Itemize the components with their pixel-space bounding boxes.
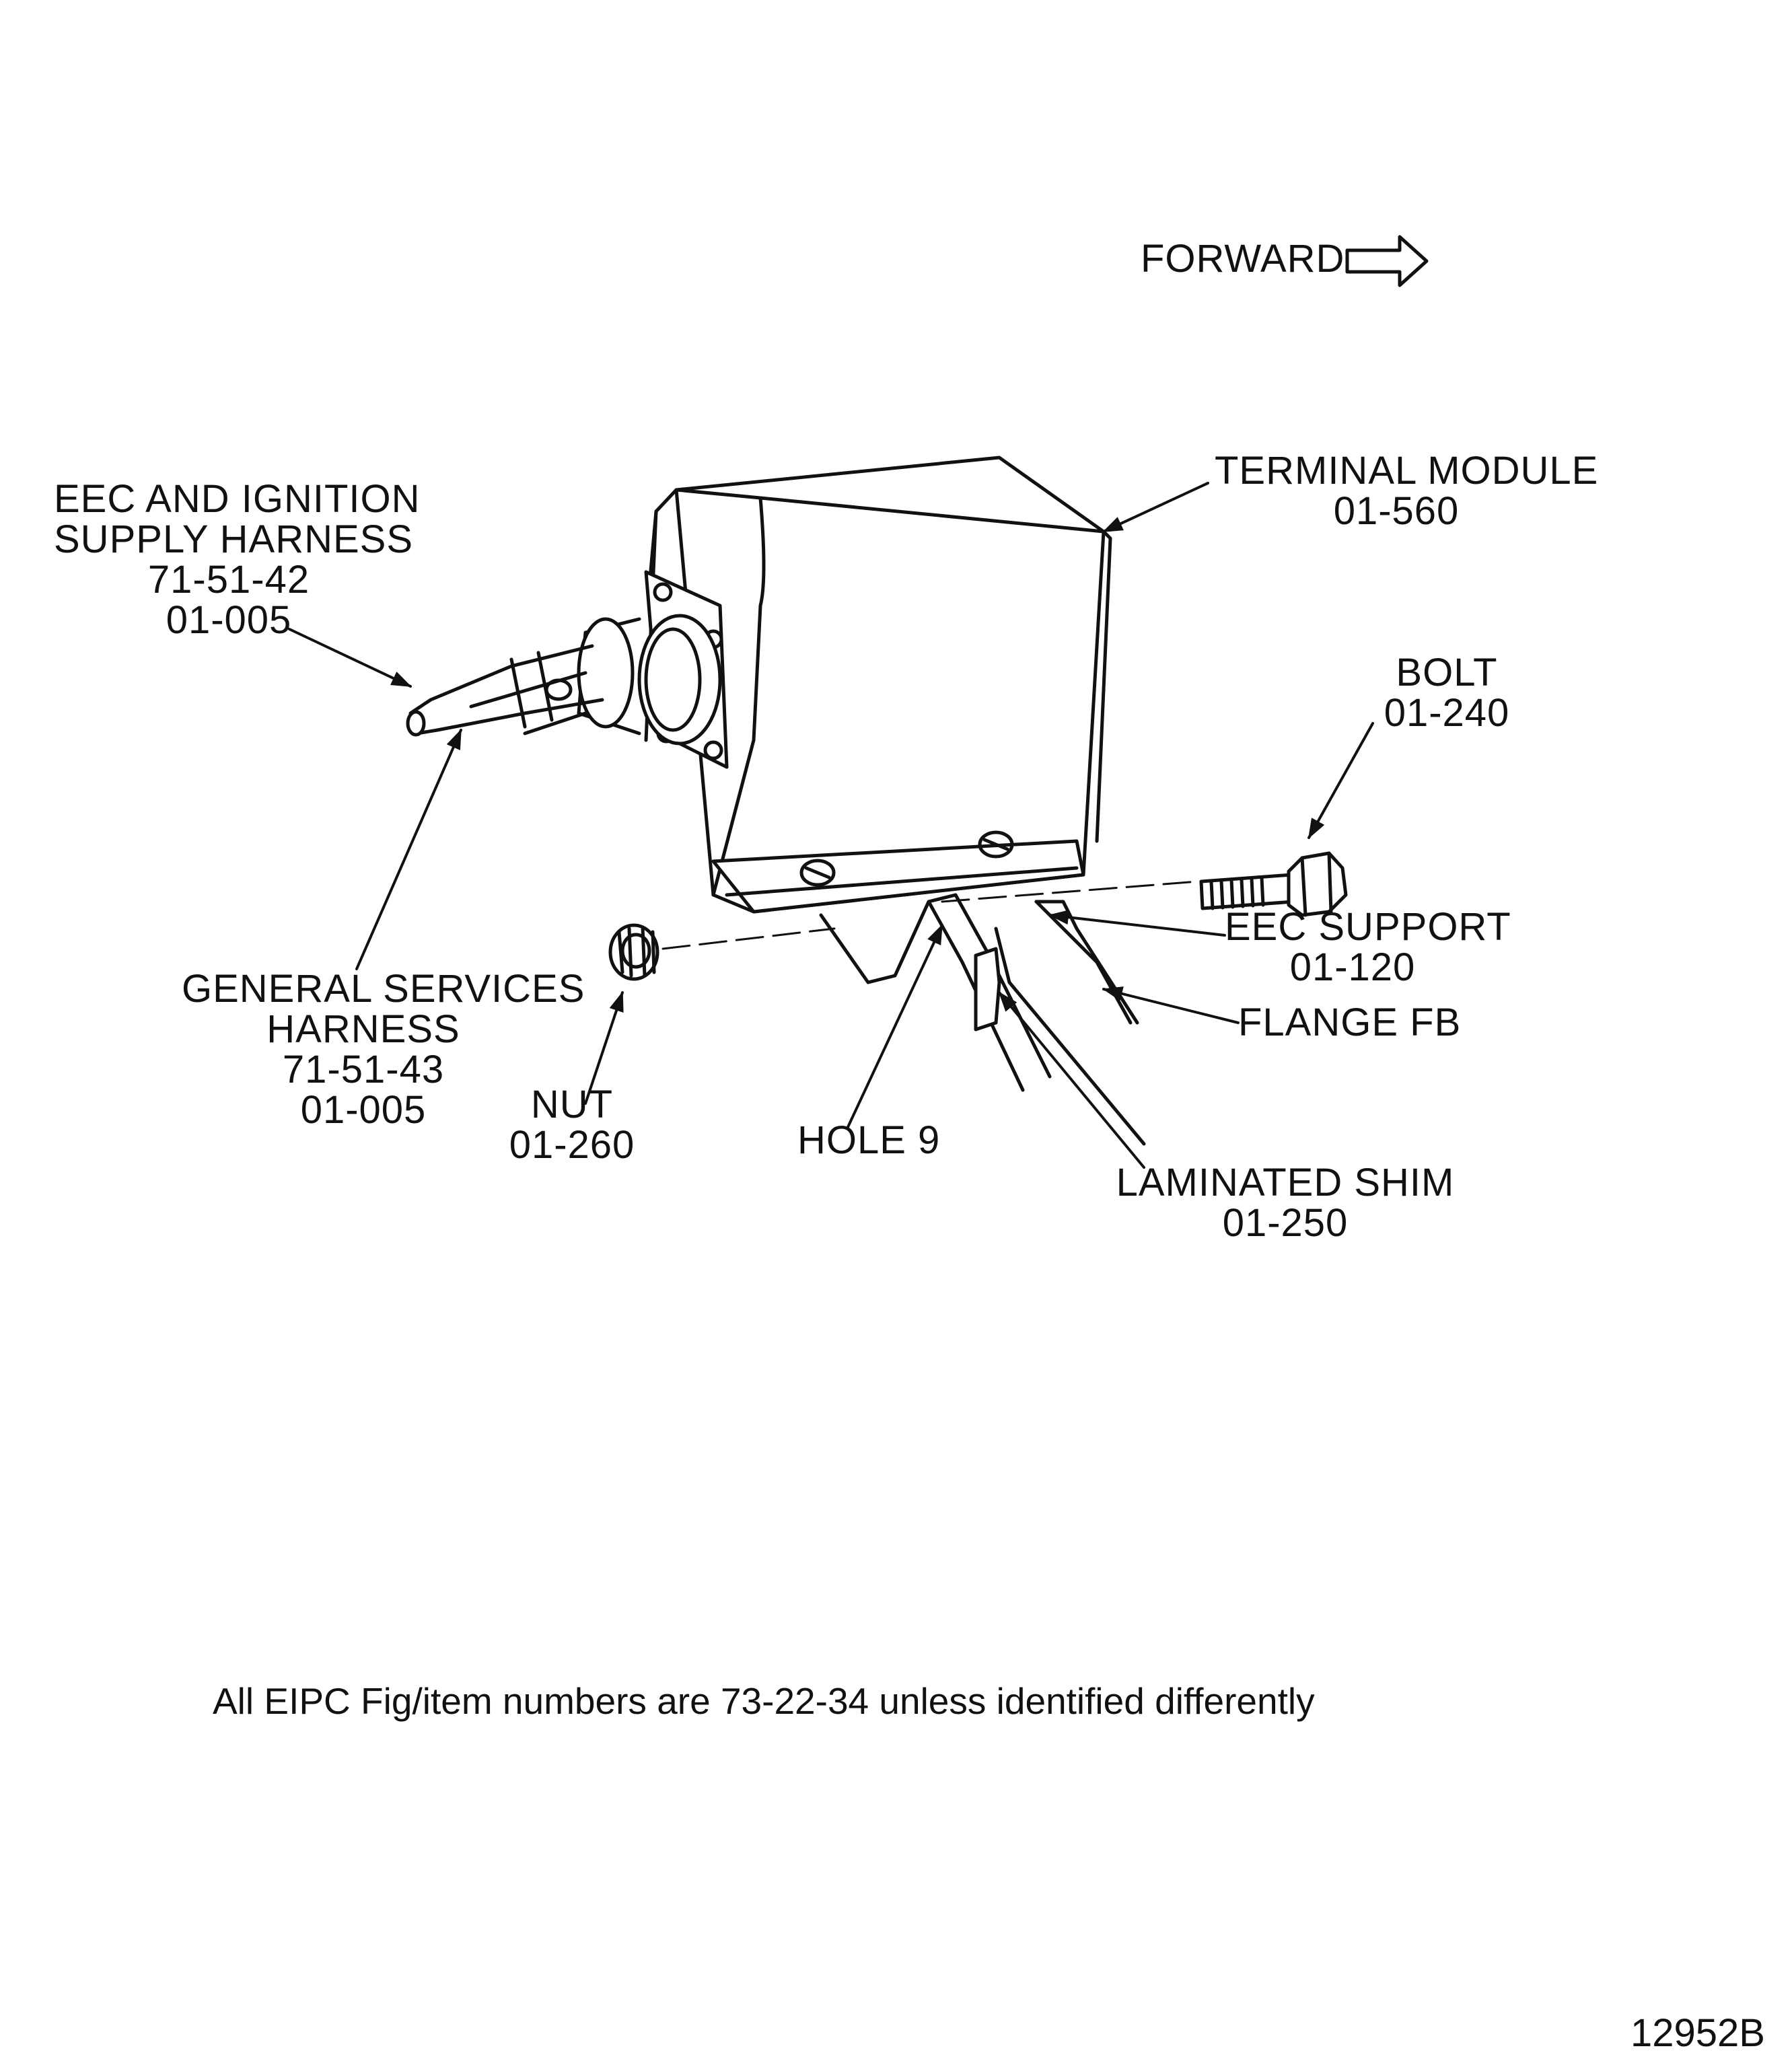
laminated-shim: [974, 947, 1001, 1032]
terminal-module-box: [644, 456, 1112, 914]
leader-nut: [584, 991, 624, 1105]
callout-eec-ignition-harness: EEC AND IGNITION SUPPLY HARNESS 71-51-42…: [54, 477, 421, 642]
callout-line: 01-120: [1289, 945, 1416, 989]
callout-line: LAMINATED SHIM: [1116, 1161, 1455, 1204]
callout-line: 01-240: [1384, 691, 1510, 735]
callout-terminal-module: TERMINAL MODULE 01-560: [1215, 449, 1599, 533]
leader-terminal-module: [1102, 482, 1209, 533]
callout-general-services-harness: GENERAL SERVICES HARNESS 71-51-43 01-005: [182, 967, 585, 1132]
callout-line: BOLT: [1396, 651, 1498, 694]
callout-line: 01-250: [1222, 1201, 1349, 1245]
bolt-part: [1199, 851, 1348, 917]
callout-line: HARNESS: [266, 1007, 460, 1051]
callout-line: 01-005: [300, 1088, 427, 1132]
callout-hole: HOLE 9: [797, 1120, 940, 1161]
callout-line: TERMINAL MODULE: [1215, 449, 1599, 493]
callout-line: 01-005: [166, 598, 292, 642]
callout-line: GENERAL SERVICES: [182, 967, 585, 1011]
callout-line: 01-560: [1333, 489, 1460, 533]
callout-laminated-shim: LAMINATED SHIM 01-250: [1104, 1163, 1467, 1243]
forward-arrow-icon: [1345, 235, 1429, 287]
leader-general-services: [355, 729, 462, 970]
callout-line: SUPPLY HARNESS: [54, 517, 414, 561]
connector-plate: [577, 570, 729, 769]
callout-line: 71-51-42: [147, 558, 310, 602]
callout-line: EEC AND IGNITION: [54, 477, 421, 521]
callout-nut: NUT 01-260: [491, 1085, 653, 1165]
leader-lines: [288, 482, 1374, 1169]
leader-hole: [847, 924, 943, 1128]
leader-eec-ignition: [288, 628, 412, 688]
leader-flange: [1102, 986, 1240, 1024]
forward-text: FORWARD: [1141, 237, 1345, 281]
callout-line: EEC SUPPORT: [1225, 905, 1511, 949]
harness-cable: [406, 644, 604, 737]
footnote: All EIPC Fig/item numbers are 73-22-34 u…: [213, 1680, 1315, 1722]
callout-flange: FLANGE FB: [1238, 1003, 1461, 1043]
forward-label: FORWARD: [1141, 239, 1345, 279]
bolt-centerline: [941, 880, 1199, 903]
callout-eec-support: EEC SUPPORT 01-120: [1225, 905, 1511, 989]
callout-line: 01-260: [509, 1123, 635, 1167]
leader-bolt: [1307, 722, 1374, 839]
leader-laminated-shim: [998, 991, 1145, 1169]
callout-bolt: BOLT 01-240: [1359, 653, 1534, 733]
callout-line: HOLE 9: [797, 1118, 941, 1162]
nut-part: [608, 923, 659, 981]
callout-line: FLANGE FB: [1238, 1001, 1462, 1044]
leader-eec-support: [1048, 910, 1226, 937]
figure-id: 12952B: [1630, 2011, 1765, 2055]
callout-line: NUT: [530, 1083, 614, 1126]
callout-line: 71-51-43: [282, 1048, 445, 1091]
nut-centerline: [661, 927, 836, 950]
